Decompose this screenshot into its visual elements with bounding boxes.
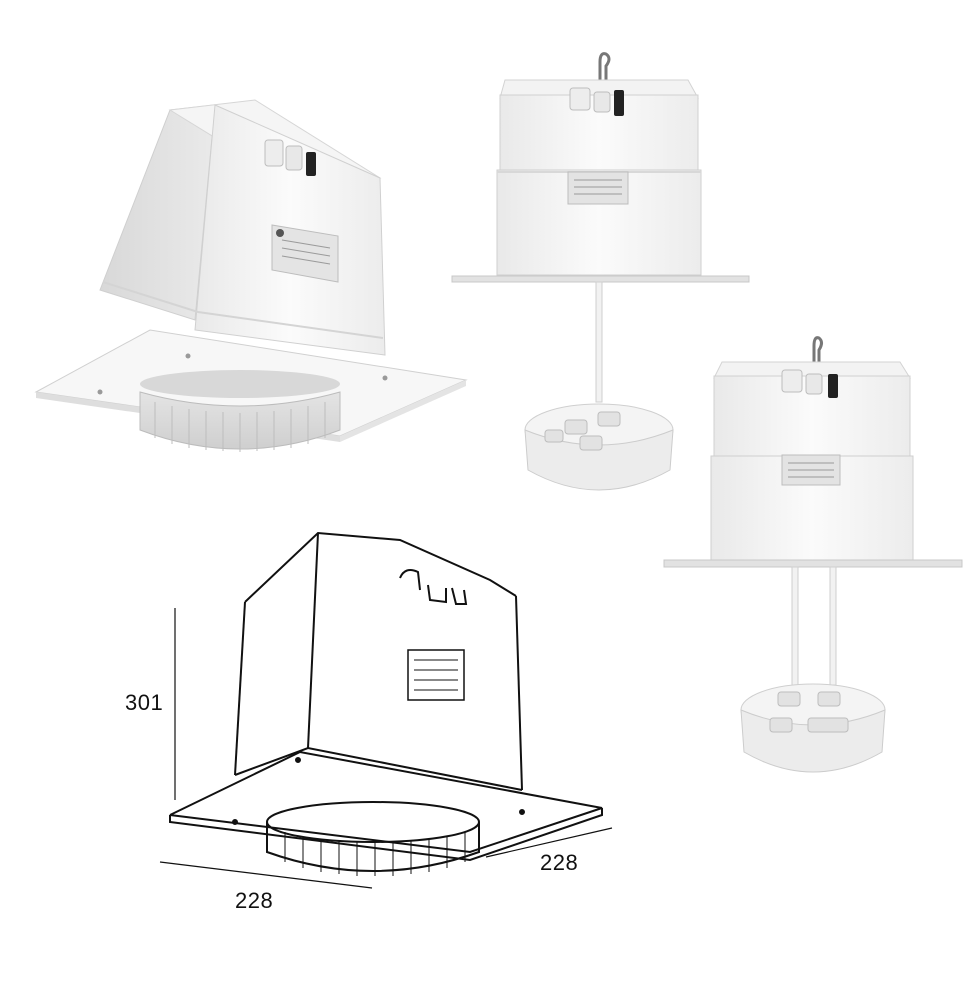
width-dimension-label: 228 bbox=[235, 888, 274, 913]
product-label bbox=[271, 224, 339, 283]
cable-gland bbox=[264, 139, 316, 176]
depth-dimension-label: 228 bbox=[540, 850, 579, 875]
height-dimension-label: 301 bbox=[125, 690, 164, 715]
suspended-unit-single-rod bbox=[451, 52, 750, 491]
dimension-lines bbox=[159, 608, 613, 889]
light-diffuser bbox=[139, 370, 341, 452]
flush-mounted-unit bbox=[34, 99, 468, 452]
line-drawing-with-dimensions bbox=[159, 531, 613, 889]
pendant-lamp bbox=[524, 403, 674, 491]
suspended-unit-double-rod bbox=[663, 336, 963, 773]
pendant-lamp bbox=[740, 683, 886, 773]
